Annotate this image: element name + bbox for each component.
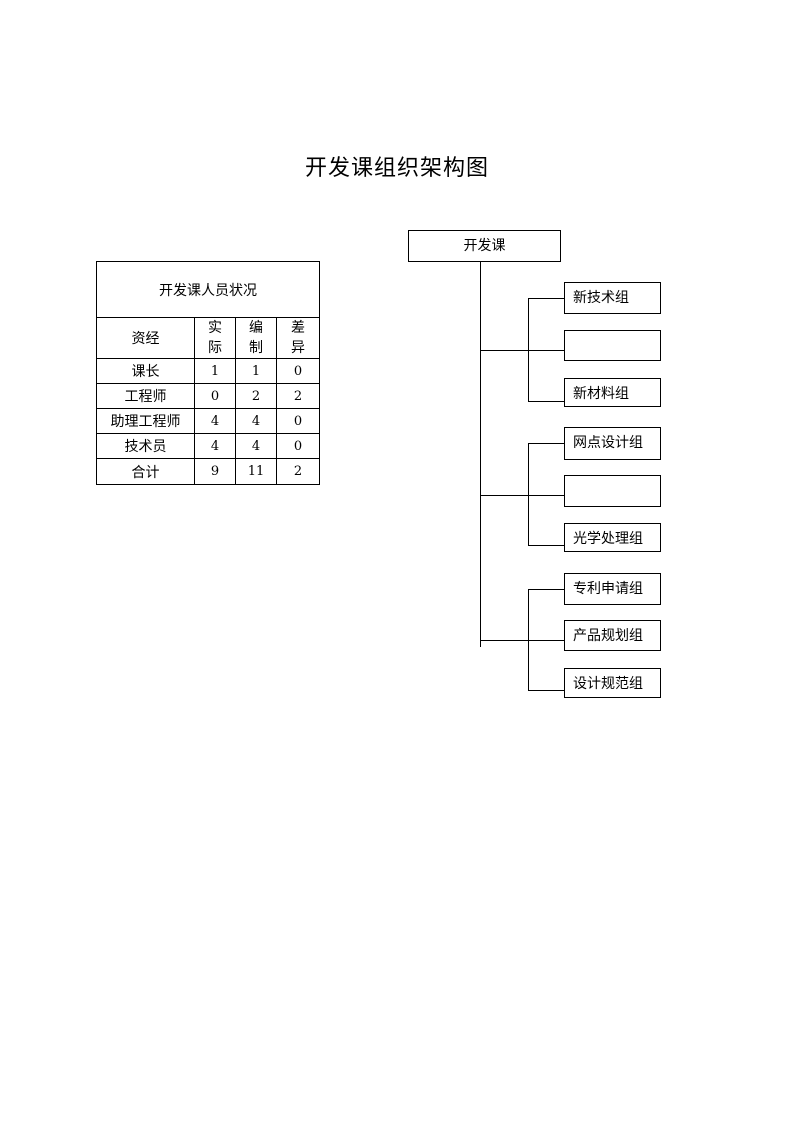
org-root-box: 开发课	[408, 230, 561, 262]
table-row: 技术员 4 4 0	[96, 433, 320, 459]
planned-cell: 4	[235, 408, 277, 434]
org-connector-line	[528, 401, 565, 402]
org-connector-line	[528, 589, 565, 590]
planned-cell: 4	[235, 433, 277, 459]
header-difference: 差 异	[276, 317, 320, 359]
planned-cell: 11	[235, 458, 277, 485]
org-branch-line	[480, 350, 529, 351]
table-row: 合计 9 11 2	[96, 458, 320, 485]
org-connector-line	[528, 545, 565, 546]
staff-status-table: 开发课人员状况 资经 实 际 编 制 差 异 课长 1 1 0 工程师 0 2 …	[96, 261, 320, 485]
staff-table-caption: 开发课人员状况	[96, 261, 320, 318]
difference-cell: 2	[276, 383, 320, 409]
planned-cell: 1	[235, 358, 277, 384]
difference-cell: 2	[276, 458, 320, 485]
table-row: 助理工程师 4 4 0	[96, 408, 320, 434]
actual-cell: 9	[194, 458, 236, 485]
page-title: 开发课组织架构图	[304, 156, 489, 181]
org-unit-box	[564, 330, 661, 361]
role-cell: 合计	[96, 458, 195, 485]
header-planned: 编 制	[235, 317, 277, 359]
org-unit-box: 专利申请组	[564, 573, 661, 605]
org-connector-line	[528, 443, 565, 444]
header-actual: 实 际	[194, 317, 236, 359]
org-unit-box: 设计规范组	[564, 668, 661, 698]
actual-cell: 4	[194, 408, 236, 434]
planned-cell: 2	[235, 383, 277, 409]
org-unit-box: 新技术组	[564, 282, 661, 314]
role-cell: 技术员	[96, 433, 195, 459]
org-connector-line	[528, 350, 565, 351]
role-cell: 工程师	[96, 383, 195, 409]
org-connector-line	[528, 298, 565, 299]
role-cell: 课长	[96, 358, 195, 384]
org-trunk-line	[480, 261, 481, 647]
org-unit-box: 新材料组	[564, 378, 661, 407]
table-row: 工程师 0 2 2	[96, 383, 320, 409]
difference-cell: 0	[276, 358, 320, 384]
org-unit-box: 产品规划组	[564, 620, 661, 651]
actual-cell: 1	[194, 358, 236, 384]
org-unit-box: 光学处理组	[564, 523, 661, 552]
table-row: 课长 1 1 0	[96, 358, 320, 384]
org-branch-line	[480, 495, 529, 496]
header-qualification: 资经	[96, 317, 195, 359]
difference-cell: 0	[276, 433, 320, 459]
org-unit-box	[564, 475, 661, 507]
org-connector-line	[528, 690, 565, 691]
org-connector-line	[528, 640, 565, 641]
org-unit-box: 网点设计组	[564, 427, 661, 460]
actual-cell: 0	[194, 383, 236, 409]
role-cell: 助理工程师	[96, 408, 195, 434]
actual-cell: 4	[194, 433, 236, 459]
org-connector-line	[528, 495, 565, 496]
difference-cell: 0	[276, 408, 320, 434]
org-spine-line	[528, 443, 529, 546]
org-branch-line	[480, 640, 529, 641]
